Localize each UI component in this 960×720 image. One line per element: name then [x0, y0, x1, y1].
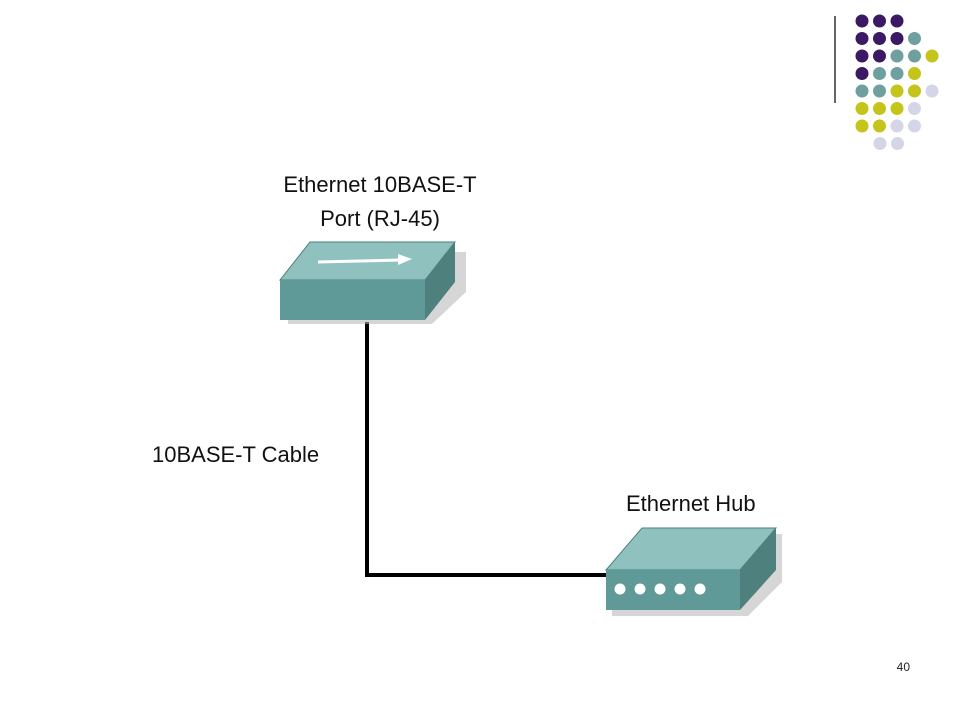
decor-dot	[908, 84, 921, 98]
hub-label: Ethernet Hub	[626, 491, 756, 516]
hub-port-icon	[674, 583, 686, 595]
decor-dot-grid	[855, 14, 939, 150]
port-label: Ethernet 10BASE-T Port (RJ-45)	[230, 168, 530, 236]
decor-dot	[855, 49, 869, 63]
decor-dot	[925, 49, 939, 63]
decor-dot	[891, 137, 904, 150]
decor-dot	[890, 119, 904, 133]
decor-dot	[855, 14, 869, 28]
ethernet-hub-device	[604, 527, 782, 616]
decor-dot	[855, 84, 869, 98]
decor-dot	[873, 49, 886, 63]
port-device-front	[280, 280, 425, 320]
decor-dot	[855, 102, 869, 115]
decor-dot	[890, 102, 904, 115]
decor-dot	[890, 14, 904, 28]
page-number: 40	[896, 660, 910, 674]
hub-port-icon	[694, 583, 706, 595]
decor-dot	[873, 84, 886, 98]
port-label-line1: Ethernet 10BASE-T	[283, 172, 477, 197]
rj45-port-device	[278, 241, 466, 324]
decor-dot	[873, 102, 886, 115]
decor-dot	[890, 67, 904, 80]
decor-dot	[873, 137, 887, 150]
port-device-side	[425, 242, 455, 320]
ethernet-cable	[365, 322, 612, 577]
cable-label: 10BASE-T Cable	[152, 442, 320, 467]
hub-side	[740, 528, 776, 610]
decor-dot	[925, 84, 939, 98]
decor-dot	[855, 119, 869, 133]
decor-dot	[890, 84, 904, 98]
decor-dot	[873, 119, 886, 133]
decor-dot	[873, 32, 886, 45]
decor-dot	[890, 32, 904, 45]
hub-front	[606, 570, 740, 610]
decor-dot	[908, 49, 921, 63]
hub-port-row	[614, 583, 706, 595]
decor-dot	[908, 32, 921, 45]
hub-port-icon	[634, 583, 646, 595]
decor-dot	[855, 32, 869, 45]
port-label-line2: Port (RJ-45)	[320, 206, 440, 231]
arrow-icon	[317, 254, 412, 265]
decor-dot	[908, 102, 921, 115]
decor-dot	[908, 67, 921, 80]
decor-dot	[890, 49, 904, 63]
decor-dot	[855, 67, 869, 80]
decor-dot	[908, 119, 921, 133]
decor-dot	[873, 14, 886, 28]
decor-dot	[873, 67, 886, 80]
hub-port-icon	[614, 583, 626, 595]
hub-port-icon	[654, 583, 666, 595]
